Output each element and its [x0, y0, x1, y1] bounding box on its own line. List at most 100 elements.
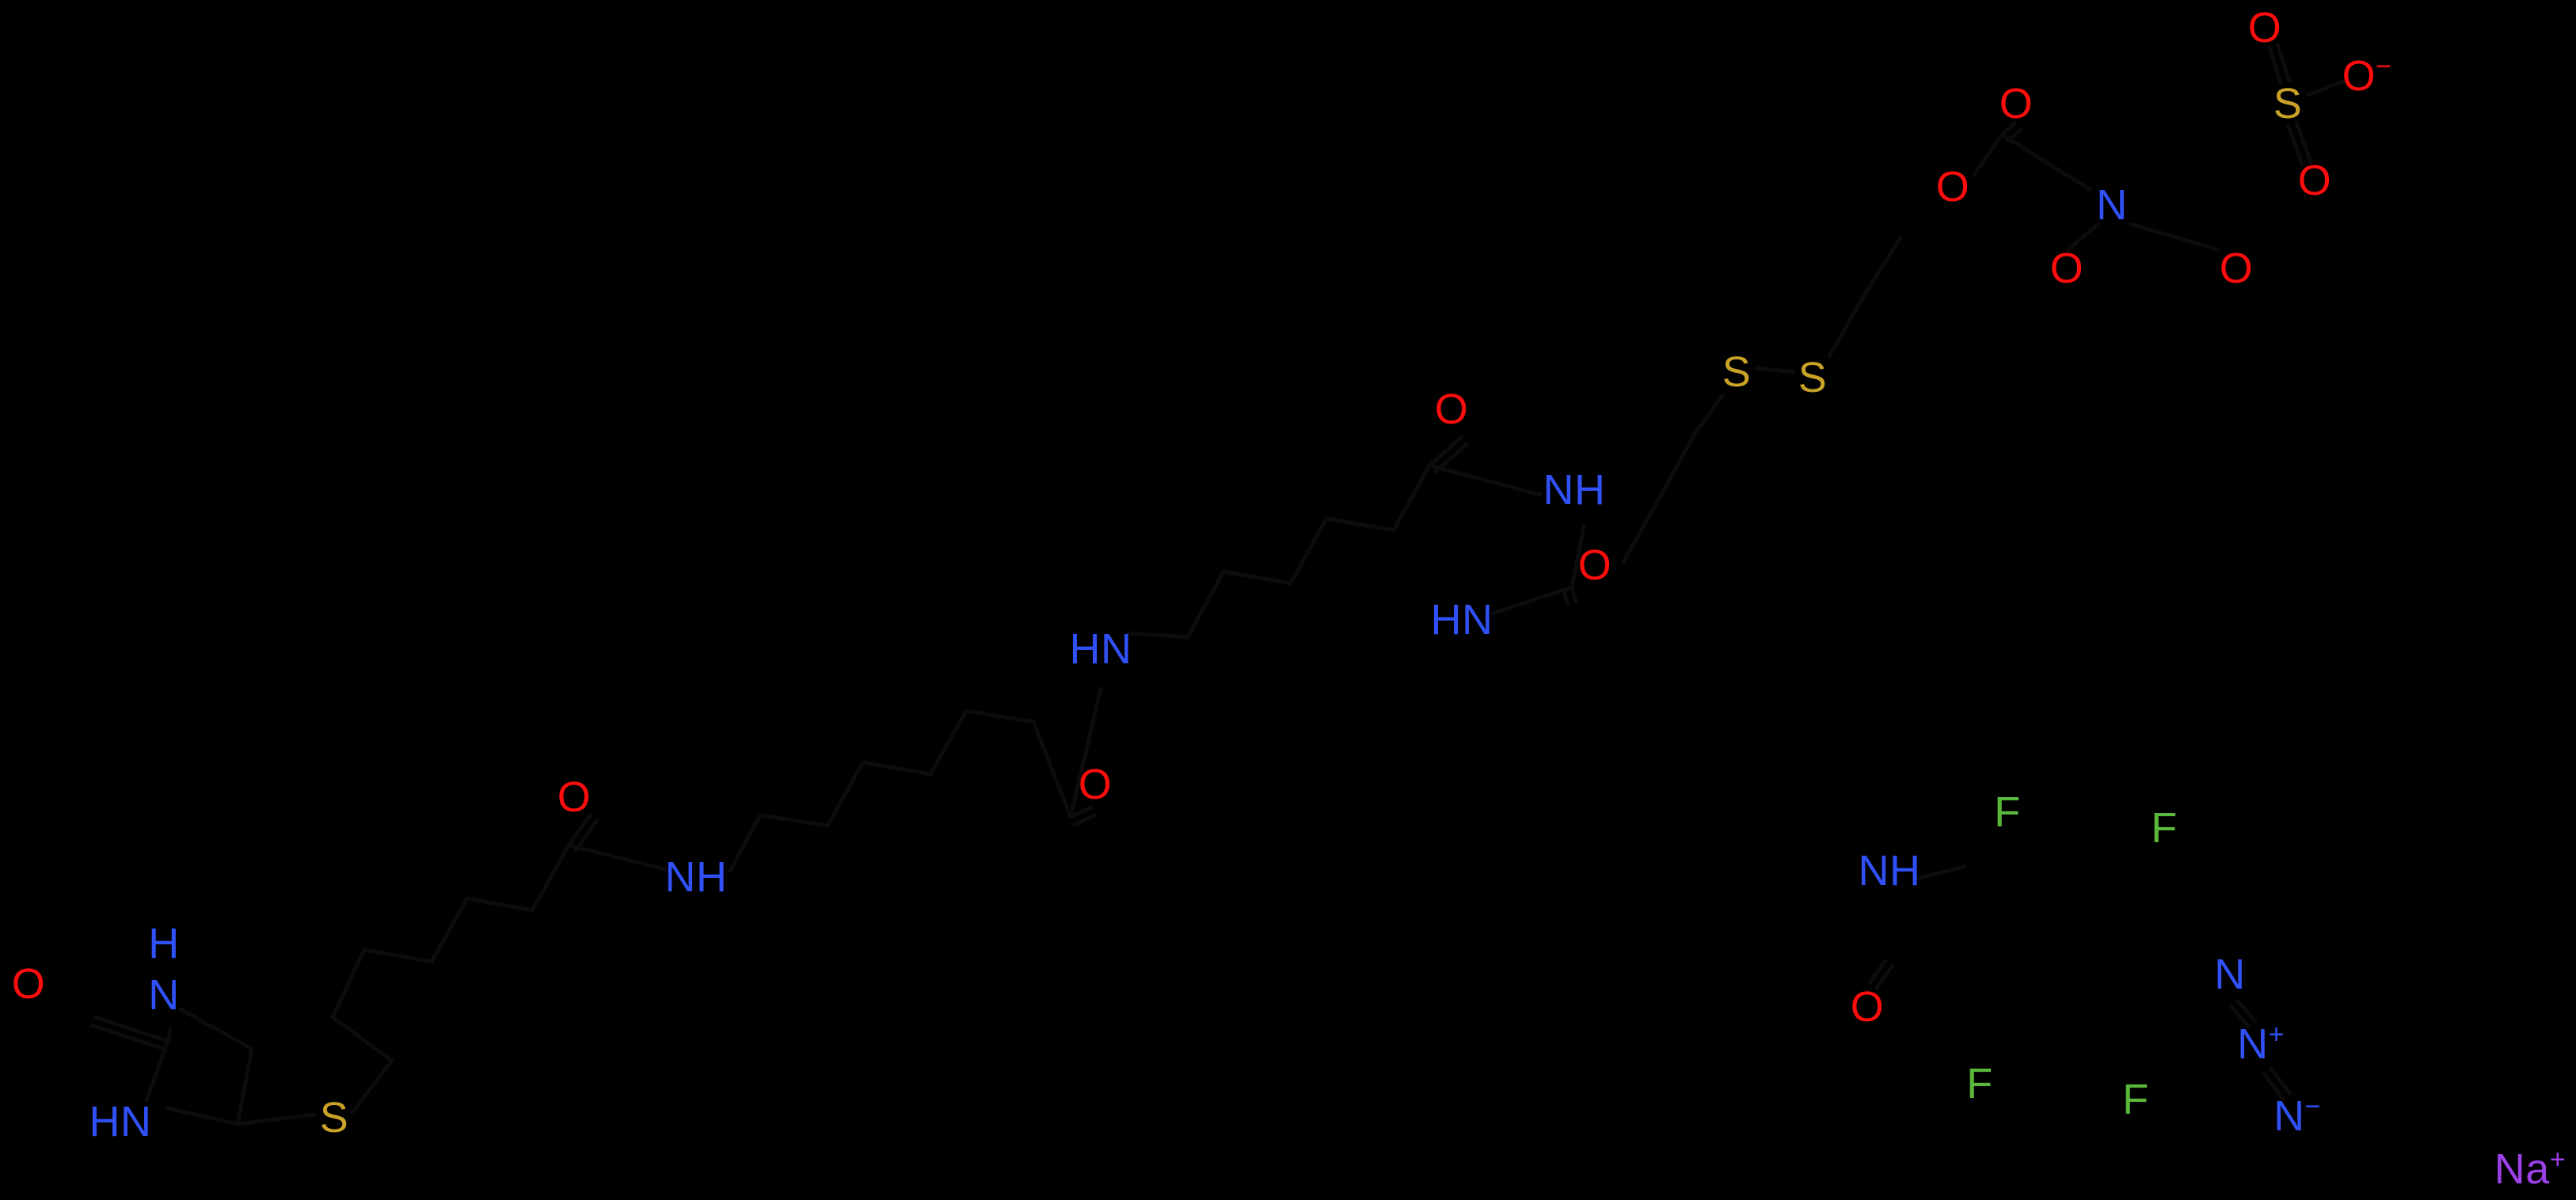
oxygen-succinimide-carbonyl-right-symbol: O: [2219, 245, 2254, 292]
bond-nhs-n-cright: [2128, 222, 2220, 252]
nitrogen-amide-3-symbol: NH: [1543, 466, 1606, 514]
nitrogen-amide-3: NH: [1543, 469, 1606, 511]
bond-biotin-c3a-s: [235, 1112, 318, 1126]
bond-s-s: [1754, 366, 1796, 374]
bond-biotin-c6-c7a: [330, 1015, 394, 1063]
bond-biotin-ureido-c-o: [93, 1015, 170, 1043]
bond-sulfonate-s-o2: [2294, 120, 2313, 165]
oxygen-ester-carbonyl-symbol: O: [1999, 80, 2034, 127]
bond-amide2-c-o: [1068, 805, 1094, 819]
bond-biotin-c2-n3: [144, 1039, 170, 1103]
bond-chain3-c: [1288, 516, 1329, 586]
bond-biotin-c2-n1: [166, 1027, 173, 1043]
bond-chain1-b: [429, 896, 470, 964]
bond-amide3-c-o: [1427, 435, 1463, 468]
sodium-counterion-formal-charge: +: [2549, 1145, 2566, 1175]
oxygen-sulfonate-anion-symbol: O: [2342, 52, 2376, 100]
oxygen-succinimide-carbonyl-right: O: [2220, 247, 2254, 290]
fluorine-ortho-top-left-symbol: F: [1994, 788, 2021, 836]
nitrogen-aryl-amide: NH: [1859, 849, 1921, 892]
bond-azide-n1-n2-second-line: [2229, 1004, 2251, 1029]
bond-s2-chain: [1827, 298, 1863, 359]
bond-chain3-d: [1324, 516, 1396, 533]
sulfur-sulfonate: S: [2274, 82, 2303, 125]
fluorine-meta-bottom-right: F: [2122, 1078, 2149, 1121]
sodium-counterion: Na+: [2494, 1145, 2566, 1191]
bond-amide4-c-n: [1490, 585, 1574, 616]
bond-chain1-a: [362, 947, 434, 964]
oxygen-nhs-ester-bridge: O: [1936, 165, 1970, 208]
bond-aryl-amide-c-o: [1874, 963, 1895, 990]
fluorine-meta-bottom-right-symbol: F: [2122, 1076, 2149, 1123]
nitrogen-amide-4: HN: [1431, 598, 1493, 641]
sulfur-disulfide-2-symbol: S: [1798, 354, 1828, 401]
bond-ss-chain-b: [1657, 431, 1697, 501]
oxygen-nhs-ester-bridge-symbol: O: [1935, 163, 1970, 211]
bond-sulfonate-s-o2-second-line: [2286, 123, 2305, 168]
bond-azide-n2-n3-second-line: [2262, 1072, 2285, 1102]
bond-biotin-c7a-cside: [330, 947, 367, 1020]
hydrogen-biotin-n1: H: [148, 922, 180, 965]
fluorine-ortho-bottom-left: F: [1966, 1062, 1993, 1105]
bond-amide3-c-n: [1427, 463, 1543, 497]
nitrogen-azide-alpha-symbol: N: [2214, 951, 2246, 998]
bond-amide4-c-o-second-line: [1561, 587, 1570, 606]
bond-azide-n2-n3: [2269, 1066, 2293, 1096]
bond-aryl-amide-c-o-second-line: [1867, 959, 1888, 985]
nitrogen-aryl-amide-symbol: NH: [1858, 847, 1921, 894]
oxygen-biotin-ureido-carbonyl: O: [12, 963, 46, 1005]
bond-chain2-a: [758, 813, 830, 828]
bond-chain1-d: [530, 843, 571, 913]
oxygen-amide-2-carbonyl: O: [1079, 763, 1113, 806]
bond-chain2-b: [825, 760, 866, 828]
bond-ester-c-o: [2000, 120, 2018, 137]
oxygen-sulfonate-double-2-symbol: O: [2297, 157, 2332, 204]
nitrogen-azide-beta-cation-symbol: N: [2237, 1020, 2269, 1068]
nitrogen-amide-1: NH: [665, 856, 728, 898]
oxygen-amide-3-carbonyl-symbol: O: [1434, 385, 1469, 433]
oxygen-sulfonate-double-1: O: [2248, 6, 2282, 49]
sulfur-disulfide-1-symbol: S: [1722, 348, 1752, 396]
bond-amide1-c-n: [566, 843, 668, 872]
nitrogen-amide-1-symbol: NH: [664, 853, 728, 901]
bond-biotin-c7a-c3a: [235, 1046, 254, 1126]
nitrogen-azide-beta-cation: N+: [2237, 1020, 2285, 1068]
oxygen-ester-carbonyl: O: [2000, 82, 2034, 125]
nitrogen-amide-2: HN: [1070, 628, 1132, 670]
nitrogen-amide-2-symbol: HN: [1069, 625, 1132, 673]
bond-chain3-e: [1391, 463, 1432, 533]
bond-chain2-f: [1031, 720, 1073, 819]
oxygen-aryl-amide-carbonyl: O: [1851, 985, 1885, 1028]
bond-chain1-c: [465, 896, 535, 913]
bond-chain3-b: [1221, 569, 1293, 586]
bond-biotin-s-c6: [350, 1058, 394, 1115]
sulfur-disulfide-1: S: [1722, 351, 1752, 393]
nitrogen-succinimide: N: [2096, 184, 2128, 226]
oxygen-amide-4-carbonyl: O: [1578, 544, 1612, 587]
sulfur-biotin-thiophane-symbol: S: [319, 1094, 349, 1141]
bond-nhs-n-cleft: [2066, 222, 2101, 252]
bond-sulfonate-s-oneg: [2305, 78, 2348, 97]
bond-amide2-n-c: [1126, 631, 1190, 640]
nitrogen-azide-beta-cation-formal-charge: +: [2268, 1020, 2285, 1050]
bond-chain2-c: [861, 760, 933, 777]
oxygen-amide-3-carbonyl: O: [1435, 388, 1469, 431]
fluorine-meta-top-right-symbol: F: [2151, 804, 2178, 852]
oxygen-sulfonate-anion: O−: [2342, 52, 2392, 100]
nitrogen-biotin-n1-symbol: N: [148, 971, 180, 1019]
bond-amide3-n-c: [1570, 524, 1586, 590]
fluorine-meta-top-right: F: [2151, 807, 2178, 849]
oxygen-aryl-amide-carbonyl-symbol: O: [1850, 983, 1885, 1031]
nitrogen-azide-gamma-anion-symbol: N: [2274, 1092, 2305, 1140]
bond-nhs-chain-a: [1859, 235, 1903, 303]
nitrogen-azide-gamma-anion: N−: [2274, 1092, 2321, 1140]
bond-ester-c-n: [2000, 132, 2093, 192]
nitrogen-amide-4-symbol: HN: [1430, 596, 1493, 644]
oxygen-amide-2-carbonyl-symbol: O: [1078, 761, 1113, 808]
bond-amide1-c-o: [566, 813, 592, 848]
bond-azide-n1-n2: [2235, 999, 2258, 1023]
bond-biotin-ureido-c-o-second-line: [90, 1023, 168, 1051]
bond-amide1-c-o-second-line: [573, 818, 599, 853]
nitrogen-azide-alpha: N: [2214, 953, 2246, 996]
fluorine-ortho-bottom-left-symbol: F: [1966, 1060, 1993, 1107]
